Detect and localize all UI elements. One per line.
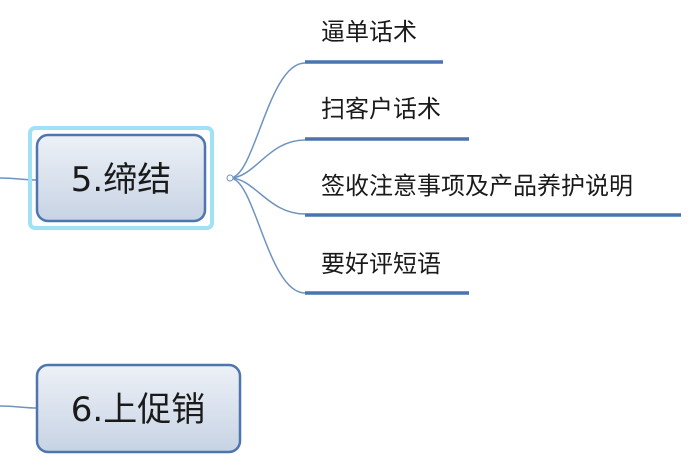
branch-label-2[interactable]: 扫客户话术 bbox=[321, 95, 441, 123]
selection-highlight bbox=[28, 126, 214, 230]
branch-connector-3 bbox=[229, 177, 306, 215]
branch-labels: 逼单话术 扫客户话术 签收注意事项及产品养护说明 要好评短语 bbox=[321, 18, 633, 278]
topic-node-6[interactable]: 6.上促销 bbox=[35, 363, 242, 454]
branch-label-3[interactable]: 签收注意事项及产品养护说明 bbox=[321, 172, 633, 200]
topic-node-5[interactable]: 5.缔结 bbox=[28, 126, 214, 230]
incoming-connector-5 bbox=[0, 177, 38, 181]
topic-node-6-box[interactable] bbox=[35, 363, 242, 454]
branch-junction-dot bbox=[226, 174, 234, 182]
branch-label-4[interactable]: 要好评短语 bbox=[321, 250, 441, 278]
topic-node-5-box[interactable] bbox=[35, 133, 207, 223]
branch-label-1[interactable]: 逼单话术 bbox=[321, 18, 417, 46]
branch-connector-2 bbox=[229, 139, 306, 179]
incoming-connector-6 bbox=[0, 405, 38, 409]
branch-connector-1 bbox=[229, 62, 306, 179]
topic-node-5-label: 5.缔结 bbox=[71, 160, 171, 200]
branch-connectors bbox=[226, 62, 306, 294]
topic-node-6-label: 6.上促销 bbox=[71, 390, 205, 430]
branch-connector-4 bbox=[229, 177, 306, 294]
branch-underlines bbox=[305, 60, 681, 295]
